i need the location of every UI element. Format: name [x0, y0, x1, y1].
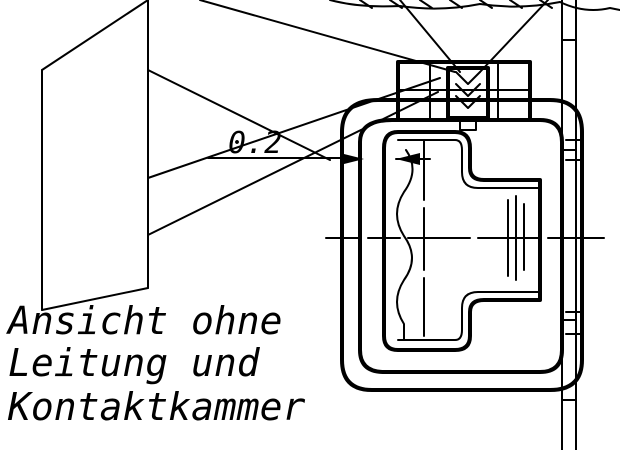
note-line-1: Ansicht ohne: [6, 299, 283, 343]
note-text: Ansicht ohne Leitung und Kontaktkammer: [6, 299, 306, 429]
terminal-clamp: [396, 60, 532, 131]
projection-frame: [41, 0, 549, 311]
contact-housing: [340, 98, 584, 392]
center-lines: [325, 139, 605, 337]
note-line-3: Kontaktkammer: [7, 385, 306, 429]
note-line-2: Leitung und: [8, 341, 261, 385]
top-hatched-shape: [329, 0, 620, 11]
dimension-label: 0.2: [228, 126, 282, 161]
